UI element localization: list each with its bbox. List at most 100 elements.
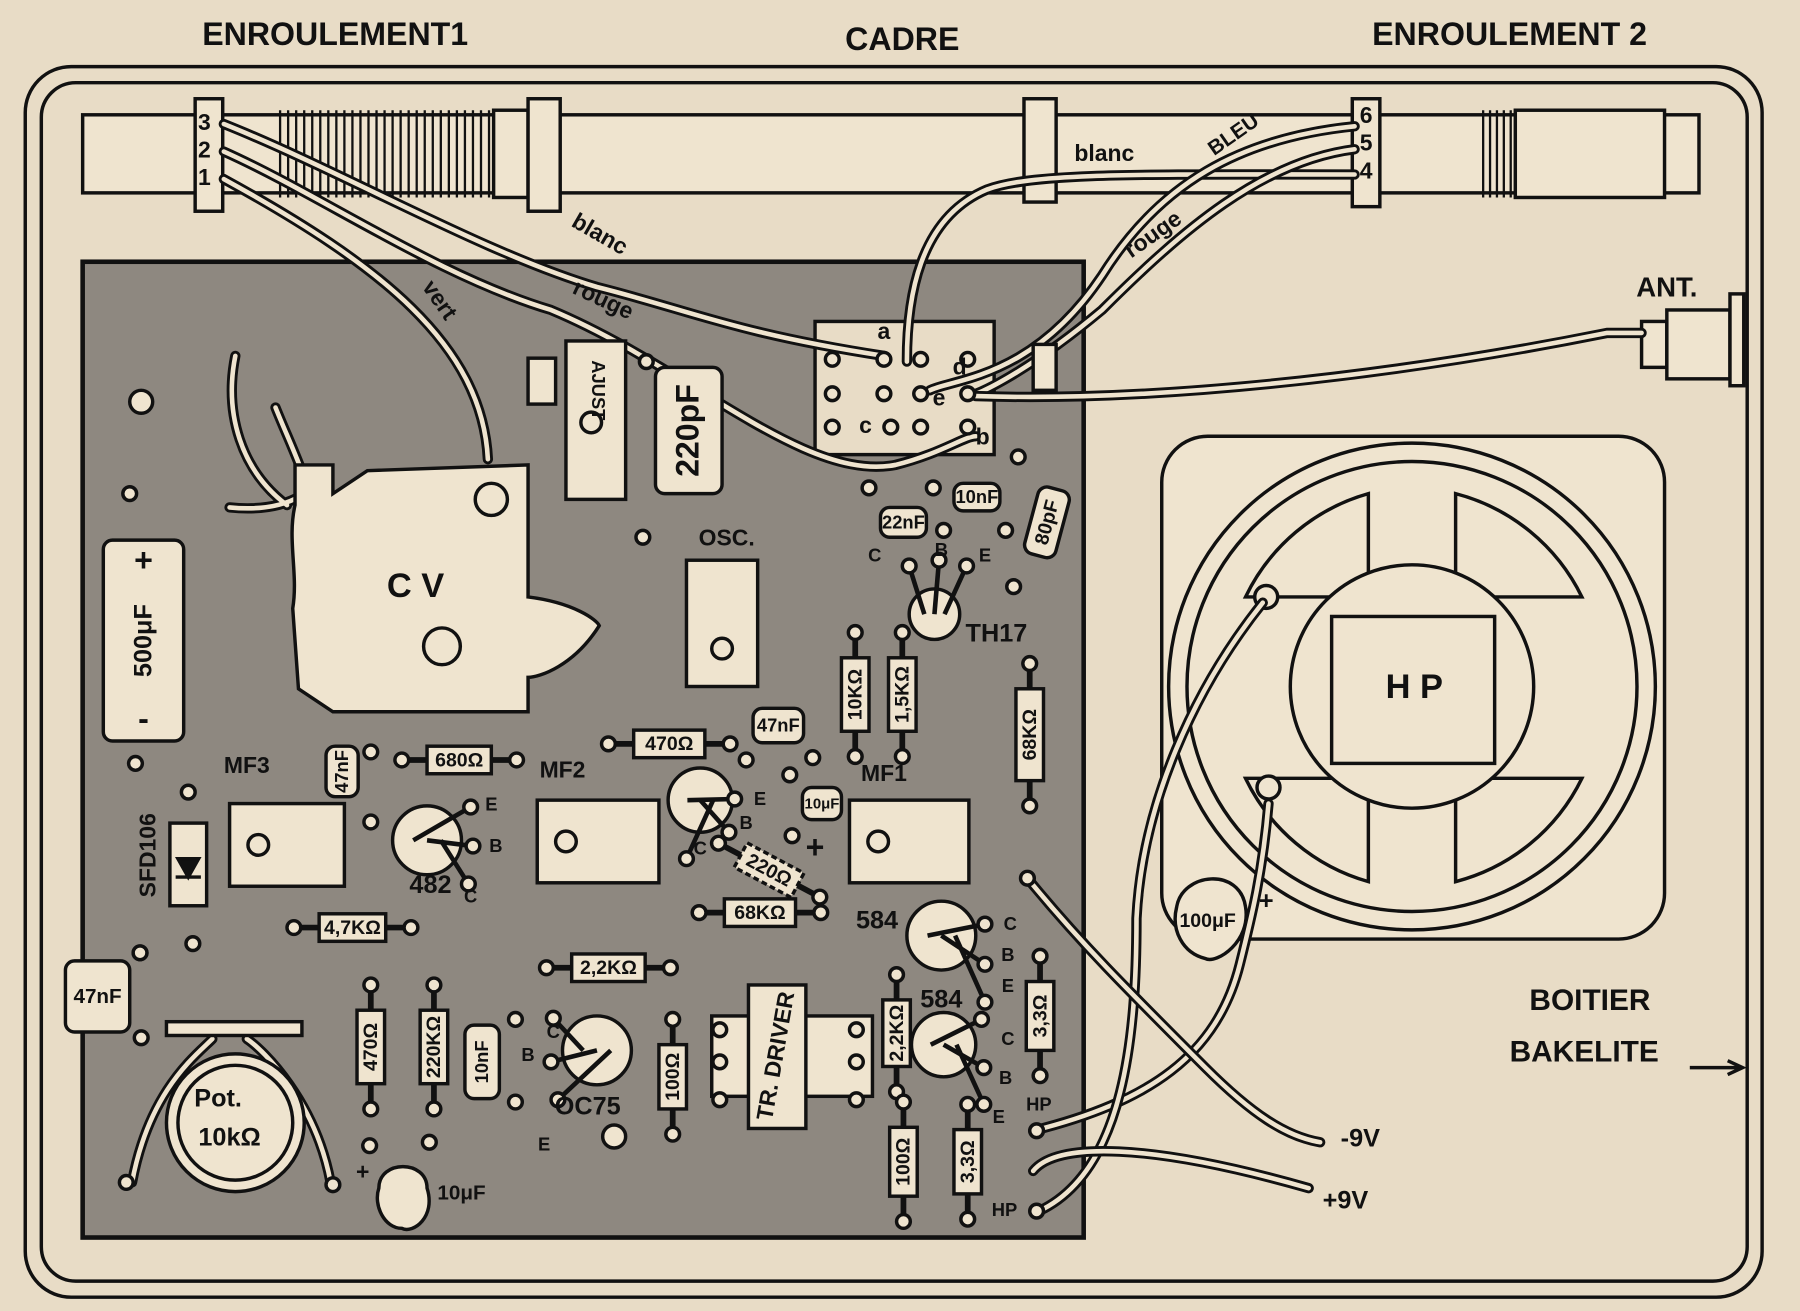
socket-pin-c: c [859,412,872,438]
solder-pad [121,485,139,503]
solder-pad [420,1133,438,1151]
pot-label: Pot. [194,1084,242,1112]
solder-pad [972,1010,991,1029]
capacitor: 10μF [800,785,844,822]
capacitor: 10nF [952,481,1002,513]
cv-label: C V [387,567,444,605]
polarity-plus: + [806,829,825,865]
capacitor-value: 10nF [955,486,998,507]
capacitor-value: 220pF [669,384,705,477]
resistor-value: 3,3Ω [957,1140,979,1183]
solder-pad [975,1095,993,1113]
solder-pad [804,749,822,767]
mounting-hole [127,388,155,416]
solder-pad [847,1053,865,1071]
trimmer-ajust [564,339,628,502]
solder-pad [117,1173,135,1192]
transistor-pin-label: E [1002,975,1014,996]
solder-pad [1031,947,1049,965]
solder-pad [924,479,942,497]
if-transformer: MF2 [535,757,661,885]
speaker-label: H P [1386,668,1443,706]
resistor-value: 4,7KΩ [324,917,381,939]
if-transformer: MF3 [224,752,347,888]
solder-pad [131,944,149,962]
transistor-pin-label: E [993,1106,1005,1127]
solder-pad [1027,1122,1046,1140]
case-arrow-icon [1689,1059,1747,1077]
resistor: 680Ω [393,744,526,776]
transistor-pin-label: C [694,837,707,858]
solder-pad [544,1009,562,1027]
resistor-value: 100Ω [662,1053,684,1101]
wire-minus-9v [1022,873,1326,1148]
diode-icon [174,856,202,881]
solder-pad [661,959,680,977]
transistor-pin-label: E [979,545,991,566]
transistor-pin-label: B [521,1044,534,1065]
solder-pad [1027,1202,1046,1220]
solder-pad [812,904,830,922]
wire-label-blanc: blanc [568,207,633,260]
transistor-pin-label: C [1001,1028,1014,1049]
solder-pad [425,976,443,994]
solder-pad [599,735,618,753]
resistor: 68KΩ [690,897,830,929]
resistor: 68KΩ [1014,654,1046,815]
wire-antenna [970,327,1647,403]
resistor: 470Ω [355,976,387,1118]
header-enroulement-2: ENROULEMENT 2 [1372,16,1647,52]
resistor-value: 470Ω [360,1023,382,1071]
resistor: 3,3Ω [1024,947,1056,1085]
solder-pad [549,1091,567,1109]
solder-pad [637,353,655,371]
polarity-plus: + [1259,887,1274,915]
transistor-pin-label: C [1004,913,1017,934]
transistor-label: TH17 [966,620,1028,648]
solder-pad [709,834,728,852]
solder-pad [542,1053,560,1071]
wire-bleu-coil2 [924,121,1360,396]
transistor-label: 584 [920,986,962,1014]
solder-pad [132,1029,150,1047]
cv-shaft [421,626,463,667]
supply-plus-9v-label: +9V [1323,1187,1369,1215]
wire-vert-coil1 [218,173,494,465]
solder-pad [959,350,977,368]
solder-pad [726,790,744,808]
header-cadre: CADRE [845,21,959,57]
solder-pad [634,528,652,546]
resistor-value: 680Ω [435,749,483,771]
coil-label: MF2 [540,757,586,783]
speaker-magnet [1329,614,1497,766]
solder-pad [402,918,420,937]
if-transformer: OSC. [684,525,760,689]
polarity-minus: - [138,700,149,736]
solder-pad [393,751,411,769]
solder-pad [1021,797,1039,815]
solder-pad [912,418,930,436]
solder-pad [959,1095,977,1113]
coil-label: MF3 [224,752,270,778]
resistor-value: 2,2KΩ [580,957,637,979]
solder-pad [459,875,477,893]
resistor: 100Ω [887,1093,919,1231]
solder-pad [711,1021,729,1039]
transistor-pin-label: B [740,812,753,833]
solder-pad [959,1210,977,1228]
solder-pad [690,904,708,922]
if-transformer: MF1 [847,760,971,885]
solder-pad [1021,654,1039,673]
pot-value: 10kΩ [198,1123,260,1151]
solder-pad [664,1125,682,1143]
solder-pad [362,976,380,994]
solder-pad [464,837,482,855]
resistor-value: 2,2KΩ [886,1005,908,1062]
solder-pad [783,827,801,845]
hp-terminal-label: HP [992,1199,1018,1220]
